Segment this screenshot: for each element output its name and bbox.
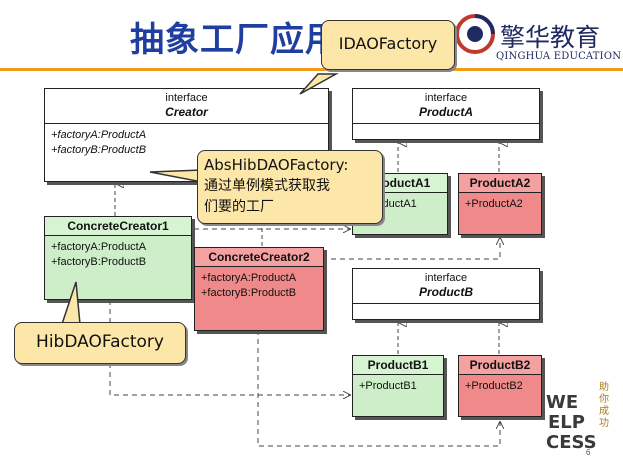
dep-cc2-b2 <box>257 330 500 447</box>
callout-idao-factory: IDAOFactory <box>321 20 455 70</box>
class-name: ProductA1 <box>369 176 431 190</box>
stereotype-label: interface <box>424 272 468 284</box>
operation: +factoryB:ProductB <box>51 256 147 268</box>
logo-subtitle: QINGHUA EDUCATION <box>496 51 622 62</box>
class-header: ProductA2 <box>459 174 541 193</box>
dep-cc2-a2 <box>322 238 500 260</box>
class-name: ProductA <box>419 105 473 119</box>
slide-title: 抽象工厂应用 <box>130 20 340 60</box>
operation: +ProductB2 <box>465 380 523 392</box>
operation: +factoryB:ProductB <box>201 287 297 299</box>
callout-tail-abs <box>149 169 203 183</box>
operation: +factoryB:ProductB <box>51 144 147 156</box>
watermark-line: WE <box>546 392 579 413</box>
operations-list: +factoryA:ProductA +factoryB:ProductB <box>45 124 328 162</box>
class-header: ProductB2 <box>459 356 541 375</box>
callout-hib-dao-factory: HibDAOFactory <box>14 322 186 364</box>
class-name: Creator <box>165 105 208 119</box>
logo-name: 擎华教育 <box>500 23 601 52</box>
operation: +ProductB1 <box>359 380 417 392</box>
callout-text: 通过单例模式获取我 <box>204 178 330 194</box>
watermark-line: ELP <box>548 412 585 433</box>
class-product-b: interface ProductB <box>352 268 540 320</box>
class-name: ProductB2 <box>469 358 531 372</box>
class-product-a: interface ProductA <box>352 88 540 140</box>
class-name: ProductA2 <box>469 176 531 190</box>
logo-icon <box>455 14 495 54</box>
operations-list: +ProductB1 <box>353 375 443 398</box>
class-header: interface ProductB <box>353 269 539 304</box>
operations-list: +ProductB2 <box>459 375 541 398</box>
class-name: ProductB1 <box>367 358 429 372</box>
callout-text: AbsHibDAOFactory: <box>204 156 349 174</box>
operations-list: +ProductA2 <box>459 193 541 216</box>
class-product-b1: ProductB1 +ProductB1 <box>352 355 444 417</box>
class-header: ProductB1 <box>353 356 443 375</box>
class-header: ConcreteCreator1 <box>45 217 191 236</box>
operation: +ProductA2 <box>465 198 523 210</box>
operation: +factoryA:ProductA <box>51 129 147 141</box>
class-name: ConcreteCreator1 <box>67 219 169 233</box>
callout-tail-hib <box>60 281 81 325</box>
callout-text: HibDAOFactory <box>36 332 164 352</box>
callout-tail-idao <box>299 73 339 95</box>
watermark-line: CESS <box>546 432 597 453</box>
class-name: ProductB <box>419 285 473 299</box>
class-product-b2: ProductB2 +ProductB2 <box>458 355 542 417</box>
stereotype-label: interface <box>424 92 468 104</box>
title-divider <box>0 68 623 71</box>
class-product-a2: ProductA2 +ProductA2 <box>458 173 542 235</box>
operations-list: +factoryA:ProductA +factoryB:ProductB <box>45 236 191 274</box>
callout-abs-hib-dao-factory: AbsHibDAOFactory: 通过单例模式获取我 们要的工厂 <box>197 150 383 224</box>
operation: +factoryA:ProductA <box>51 241 147 253</box>
class-header: interface Creator <box>45 89 328 124</box>
operations-list: +factoryA:ProductA +factoryB:ProductB <box>195 267 323 305</box>
class-name: ConcreteCreator2 <box>208 250 310 264</box>
class-concrete-creator2: ConcreteCreator2 +factoryA:ProductA +fac… <box>194 247 324 331</box>
callout-text: IDAOFactory <box>338 34 438 53</box>
page-number: 6 <box>586 448 591 457</box>
class-header: interface ProductA <box>353 89 539 124</box>
class-header: ConcreteCreator2 <box>195 248 323 267</box>
operation: +factoryA:ProductA <box>201 272 297 284</box>
callout-text: 们要的工厂 <box>204 199 274 215</box>
class-concrete-creator1: ConcreteCreator1 +factoryA:ProductA +fac… <box>44 216 192 300</box>
stereotype-label: interface <box>165 92 208 104</box>
watermark-vertical-text: 助你成功 <box>599 382 609 429</box>
